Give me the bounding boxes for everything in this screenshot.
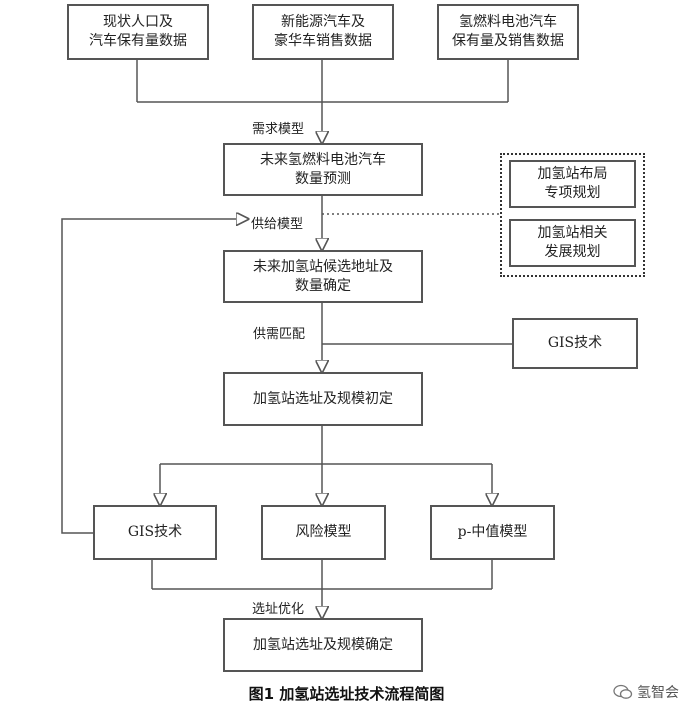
- label-demand-model: 需求模型: [252, 122, 305, 137]
- box-station-development-plan: 加氢站相关 发展规划: [509, 219, 636, 267]
- box-candidate-sites: 未来加氢站候选地址及 数量确定: [223, 250, 423, 303]
- box-initial-siting: 加氢站选址及规模初定: [223, 372, 423, 426]
- feedback-loop: [61, 219, 248, 534]
- box-fcv-forecast: 未来氢燃料电池汽车 数量预测: [223, 143, 423, 196]
- box-risk-model: 风险模型: [261, 505, 386, 560]
- box-population-data: 现状人口及 汽车保有量数据: [67, 4, 209, 60]
- watermark: 氢智会: [613, 682, 679, 702]
- box-gis-technology-bottom: GIS技术: [93, 505, 217, 560]
- box-nev-sales-data: 新能源汽车及 豪华车销售数据: [252, 4, 394, 60]
- box-p-median-model: p-中值模型: [430, 505, 555, 560]
- label-site-optimization: 选址优化: [252, 602, 305, 617]
- box-station-layout-plan: 加氢站布局 专项规划: [509, 160, 636, 208]
- box-final-siting: 加氢站选址及规模确定: [223, 618, 423, 672]
- box-fcv-data: 氢燃料电池汽车 保有量及销售数据: [437, 4, 579, 60]
- box-gis-technology-top: GIS技术: [512, 318, 638, 369]
- figure-caption: 图1 加氢站选址技术流程简图: [248, 685, 445, 703]
- label-supply-model: 供给模型: [251, 217, 304, 232]
- wechat-icon: [613, 684, 633, 699]
- label-supply-demand-match: 供需匹配: [253, 327, 306, 342]
- watermark-text: 氢智会: [637, 685, 679, 701]
- plans-group: [500, 153, 645, 277]
